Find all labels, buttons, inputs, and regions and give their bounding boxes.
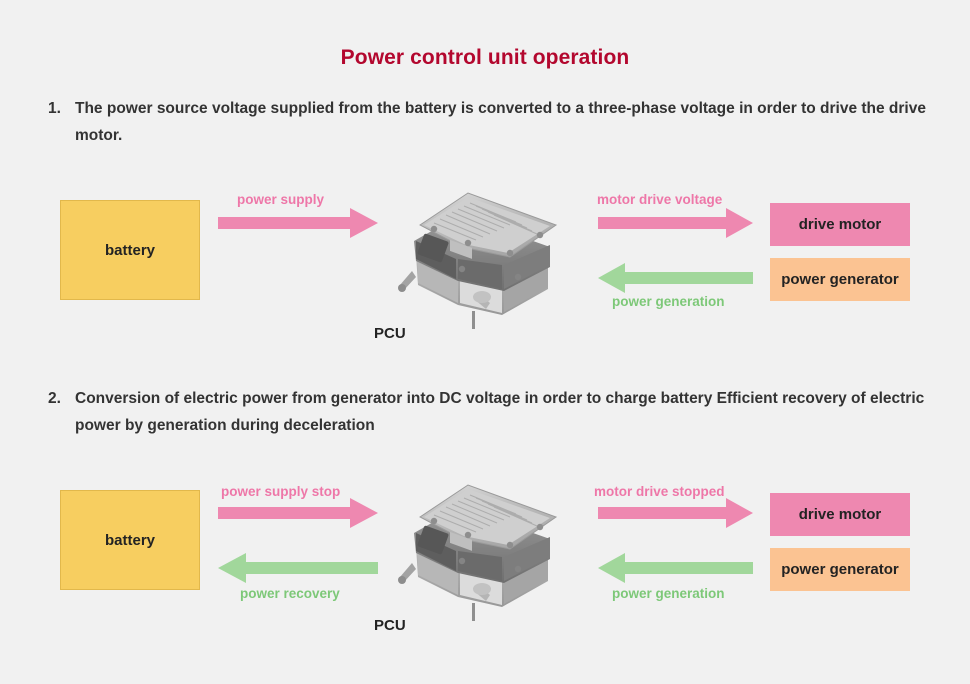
battery-box-1: battery [60,200,200,300]
power-generator-box-2: power generator [770,548,910,591]
arrow-power-supply-1 [218,208,378,238]
arrow-power-generation-2 [598,553,753,583]
step-1-paragraph: 1. The power source voltage supplied fro… [48,95,928,149]
step-1-text: The power source voltage supplied from t… [75,100,926,144]
arrow-label-power-generation-2: power generation [612,586,725,601]
drive-motor-box-2: drive motor [770,493,910,536]
arrow-label-power-generation-1: power generation [612,294,725,309]
pcu-photo-icon-1 [398,185,568,330]
pcu-photo-icon-2 [398,477,568,622]
step-2-paragraph: 2. Conversion of electric power from gen… [48,385,928,439]
arrow-motor-drive-stopped-2 [598,498,753,528]
step-2-text: Conversion of electric power from genera… [75,390,925,434]
pcu-label-2: PCU [374,617,406,634]
arrow-label-power-supply-1: power supply [237,192,325,207]
arrow-label-power-recovery-2: power recovery [240,586,340,601]
arrow-power-supply-stop-2 [218,498,378,528]
diagram-1: battery drive motor power generator [0,170,970,340]
arrow-power-generation-1 [598,263,753,293]
arrow-label-motor-drive-stopped-2: motor drive stopped [594,484,725,499]
pcu-label-1: PCU [374,325,406,342]
arrow-label-power-supply-stop-2: power supply stop [221,484,341,499]
power-generator-box-1: power generator [770,258,910,301]
diagram-2: battery drive motor power generator [0,460,970,630]
step-1-number: 1. [48,100,61,117]
arrow-label-motor-drive-voltage-1: motor drive voltage [597,192,723,207]
arrow-power-recovery-2 [218,553,378,583]
page-title: Power control unit operation [340,46,630,69]
arrow-motor-drive-voltage-1 [598,208,753,238]
battery-box-2: battery [60,490,200,590]
drive-motor-box-1: drive motor [770,203,910,246]
step-2-number: 2. [48,390,61,407]
